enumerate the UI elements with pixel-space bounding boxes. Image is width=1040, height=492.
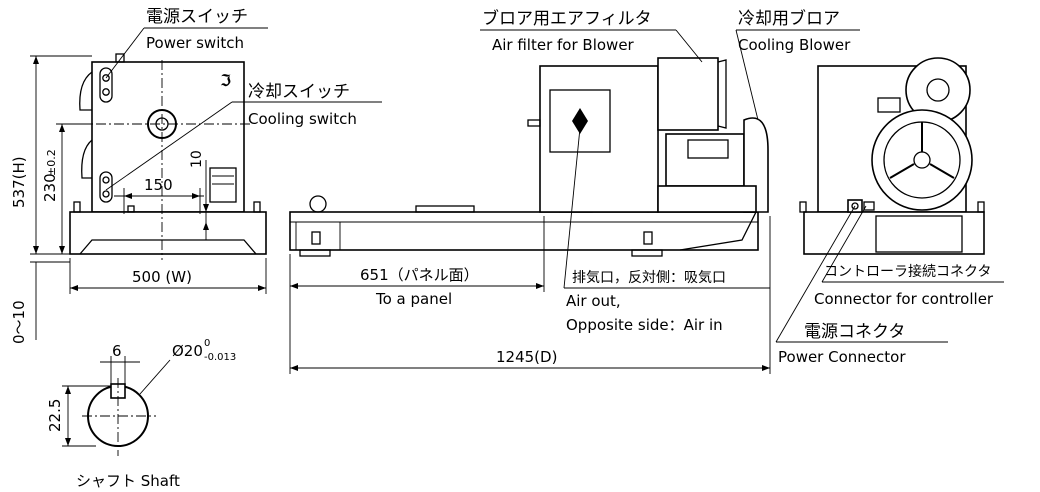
exhaust-label-jp: 排気口，反対側：吸気口 <box>572 270 726 286</box>
side-view <box>289 57 769 257</box>
power-switch-leader <box>105 27 145 79</box>
svg-text:ℑ: ℑ <box>220 71 231 90</box>
to-panel-dim-en: To a panel <box>375 290 452 308</box>
power-connector-label-en: Power Connector <box>778 348 906 366</box>
shaft-height-dim: 230 <box>41 173 59 202</box>
air-filter-label-jp: ブロア用エアフィルタ <box>482 8 652 29</box>
shaft-diameter-upper-tol: 0 <box>204 338 210 349</box>
cooling-blower-label-jp: 冷却用ブロア <box>738 8 840 29</box>
height-dim: 537(H) <box>10 156 28 208</box>
shaft-diameter-dim: Ø20 <box>172 342 203 360</box>
front-view: ℑ <box>60 53 267 260</box>
power-switch-label-jp: 電源スイッチ <box>146 7 248 27</box>
front-dimensions <box>30 55 267 340</box>
shaft-height-tol: ±0.2 <box>45 149 58 176</box>
connector-controller-label-jp: コントローラ接続コネクタ <box>824 263 991 280</box>
key-width-dim: 6 <box>112 342 122 360</box>
width-dim: 500 (W) <box>132 268 192 286</box>
air-out-label-en: Air out, <box>566 292 621 310</box>
side-dimensions <box>289 127 771 374</box>
clearance-dim: 0～10 <box>10 300 28 344</box>
key-height-dim: 22.5 <box>46 399 64 432</box>
rear-view <box>799 57 985 255</box>
cooling-switch-label-jp: 冷却スイッチ <box>248 82 350 102</box>
cooling-switch-leader <box>105 101 233 191</box>
connector-controller-label-en: Connector for controller <box>814 290 994 308</box>
foot-offset-dim: 10 <box>189 150 205 168</box>
shaft-detail <box>62 356 171 456</box>
cooling-blower-label-en: Cooling Blower <box>738 36 851 54</box>
shaft-diameter-lower-tol: -0.013 <box>204 352 236 363</box>
air-filter-label-en: Air filter for Blower <box>492 36 635 54</box>
hole-span-dim: 150 <box>144 176 173 194</box>
power-switch-label-en: Power switch <box>146 34 244 52</box>
depth-dim: 1245(D) <box>496 348 557 366</box>
power-connector-label-jp: 電源コネクタ <box>804 322 905 342</box>
cooling-switch-label-en: Cooling switch <box>248 110 357 128</box>
shaft-label: シャフト Shaft <box>76 472 180 490</box>
to-panel-dim-jp: 651（パネル面） <box>360 266 479 284</box>
air-in-label-en: Opposite side：Air in <box>566 316 723 334</box>
